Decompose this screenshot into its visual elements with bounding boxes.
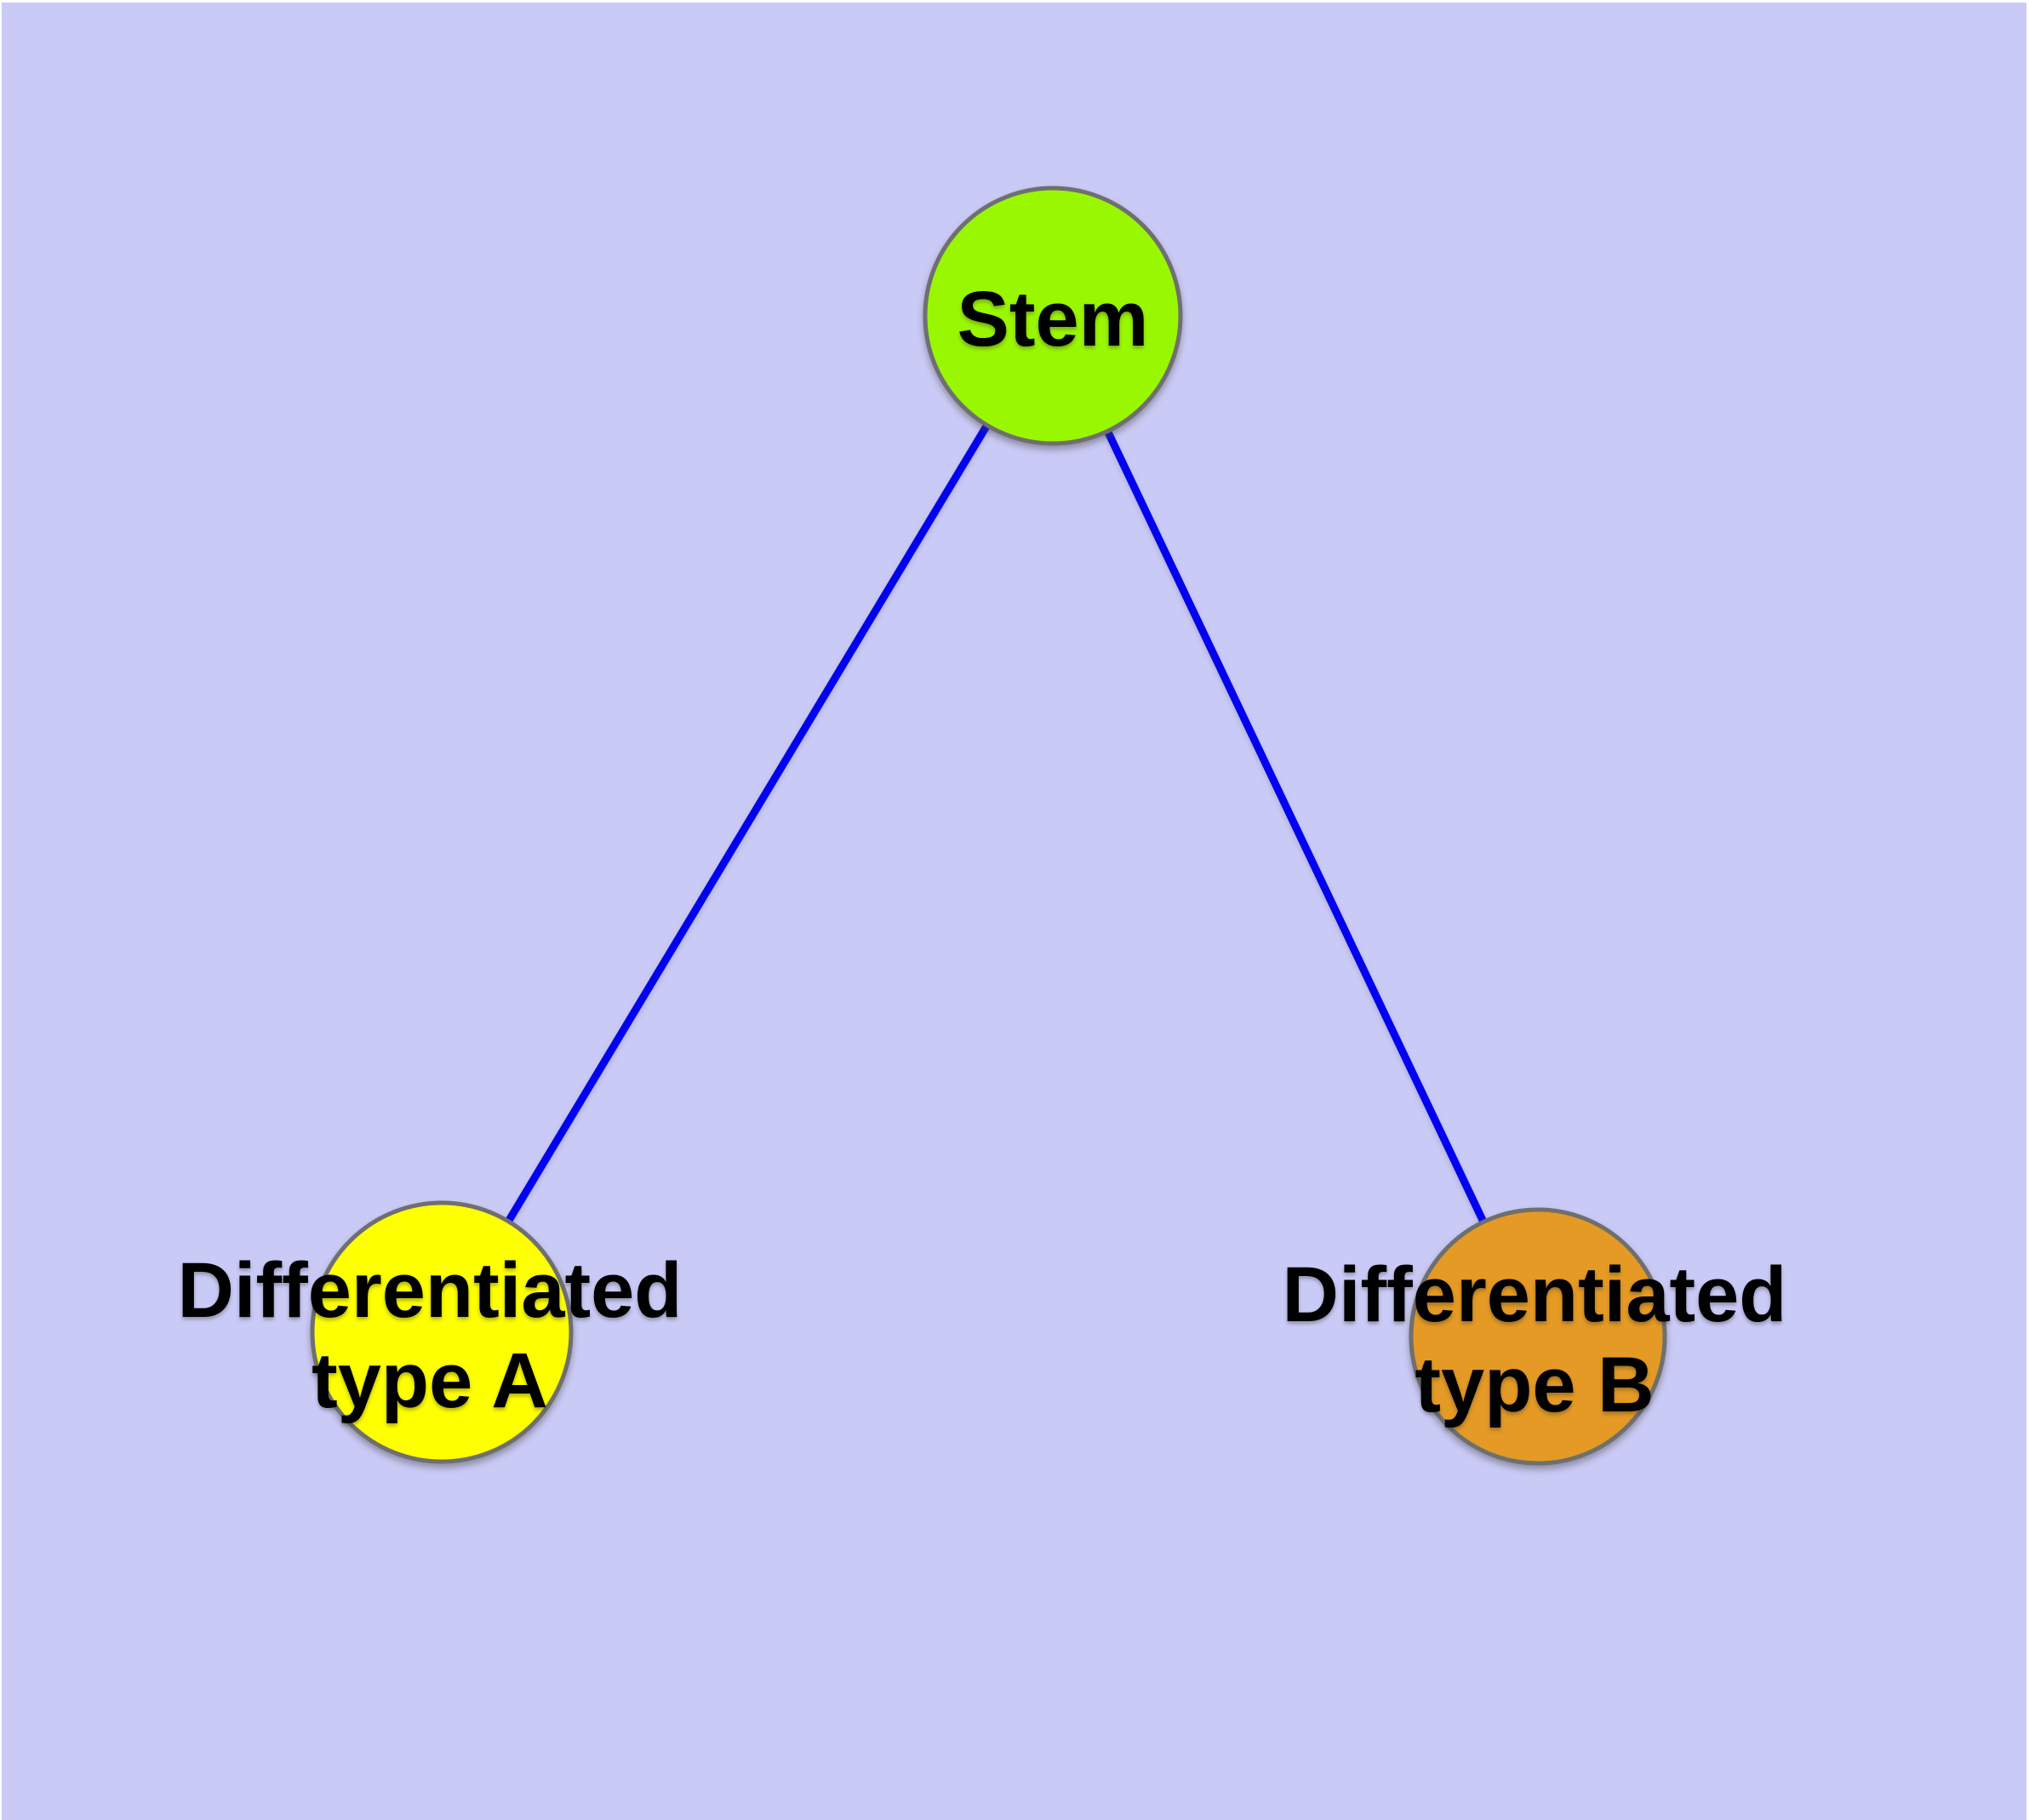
- node-differentiated-type-a: [310, 1200, 574, 1464]
- nodes-layer: [310, 186, 1667, 1466]
- node-label-stem: Stem: [957, 276, 1149, 363]
- edge-stem-to-differentiated-type-b: [1049, 314, 1542, 1338]
- node-differentiated-type-b: [1409, 1207, 1667, 1466]
- node-stem: [923, 186, 1183, 446]
- edges-layer: [438, 313, 1542, 1338]
- edge-stem-to-differentiated-type-a: [438, 313, 1056, 1335]
